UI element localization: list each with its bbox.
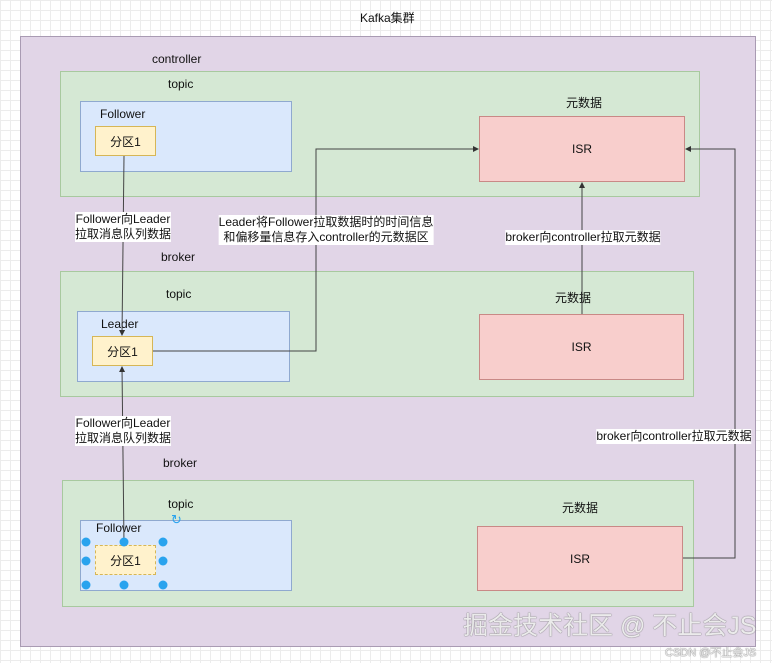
broker2-metadata-label: 元数据 (562, 501, 599, 515)
edge-label-follower-pull-1: Follower向Leader 拉取消息队列数据 (74, 212, 172, 242)
broker1-leader-label: Leader (101, 317, 139, 331)
resize-handle[interactable] (158, 556, 168, 566)
broker1-partition[interactable]: 分区1 (92, 336, 153, 366)
edge-label-line: 和偏移量信息存入controller的元数据区 (223, 230, 429, 244)
resize-handle[interactable] (81, 580, 91, 590)
controller-topic-label: topic (168, 77, 194, 91)
controller-follower-label: Follower (100, 107, 146, 121)
controller-isr[interactable]: ISR (479, 116, 685, 182)
cluster-title: Kafka集群 (360, 11, 415, 25)
edge-leader-to-controller-isr (153, 146, 479, 352)
broker2-topic-label: topic (168, 497, 194, 511)
edge-label-line: Leader将Follower拉取数据时的时间信息 (218, 215, 434, 229)
broker1-label: broker (161, 250, 196, 264)
watermark-sub: CSDN @不止会JS (665, 647, 757, 659)
controller-follower[interactable] (80, 101, 292, 172)
edge-label-broker-pull-1: broker向controller拉取元数据 (505, 230, 661, 245)
resize-handle[interactable] (158, 580, 168, 590)
broker1-isr[interactable]: ISR (479, 314, 684, 380)
edge-label-line: Follower向Leader (75, 416, 171, 430)
edge-follower-to-leader-2 (119, 366, 126, 546)
edge-label-leader-store: Leader将Follower拉取数据时的时间信息 和偏移量信息存入contro… (218, 215, 434, 245)
edge-label-line: 拉取消息队列数据 (74, 227, 172, 241)
broker1-topic-label: topic (166, 287, 192, 301)
edge-label-line: Follower向Leader (75, 212, 171, 226)
resize-handle[interactable] (81, 537, 91, 547)
rotate-handle-icon[interactable]: ↻ (171, 512, 182, 527)
broker2-label: broker (163, 456, 198, 470)
broker2-isr[interactable]: ISR (477, 526, 683, 591)
controller-partition[interactable]: 分区1 (95, 126, 156, 156)
edge-label-broker-pull-2: broker向controller拉取元数据 (596, 429, 752, 444)
resize-handle[interactable] (81, 556, 91, 566)
controller-label: controller (152, 52, 202, 66)
broker2-partition[interactable]: 分区1 (95, 545, 156, 575)
edge-broker2-isr-to-controller-isr (683, 146, 736, 559)
resize-handle[interactable] (119, 580, 129, 590)
controller-metadata-label: 元数据 (566, 96, 603, 110)
resize-handle[interactable] (119, 537, 129, 547)
broker1-leader[interactable] (77, 311, 290, 382)
edge-follower-to-leader-1 (119, 155, 126, 336)
resize-handle[interactable] (158, 537, 168, 547)
watermark: 掘金技术社区 @ 不止会JS (463, 612, 757, 640)
edge-label-line: 拉取消息队列数据 (74, 431, 172, 445)
broker2-follower-label: Follower (96, 521, 142, 535)
edge-label-follower-pull-2: Follower向Leader 拉取消息队列数据 (74, 416, 172, 446)
